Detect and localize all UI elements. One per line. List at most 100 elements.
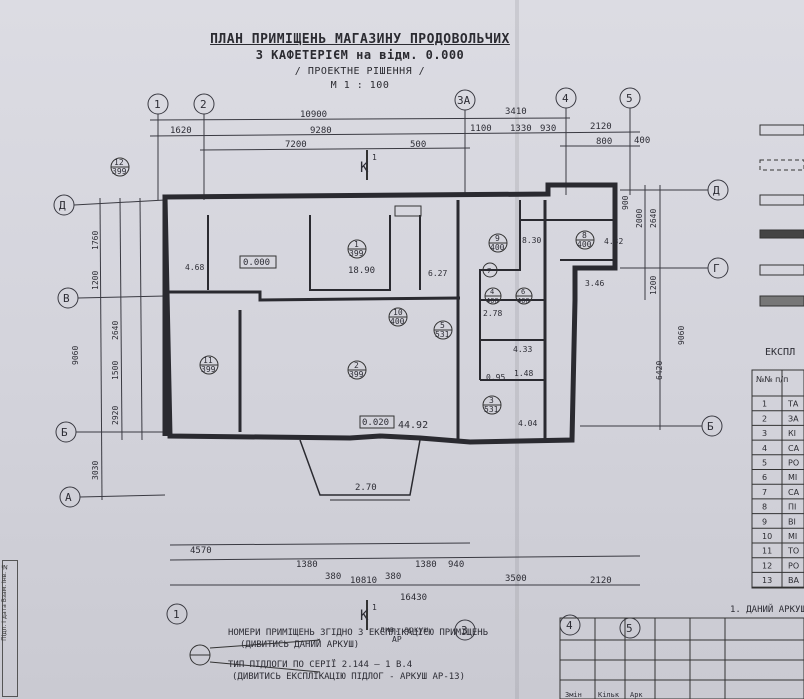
building-walls: [162, 182, 618, 501]
dim-left-1200: 1200: [91, 271, 100, 290]
axis-label-b-left: Б: [61, 426, 68, 439]
axis-label-bottom-1: 1: [173, 608, 180, 621]
side-stamp: [2, 560, 18, 697]
dim-1380-a: 1380: [296, 560, 318, 570]
dim-2120-top: 2120: [590, 122, 612, 132]
explication-row-number: 10: [762, 532, 772, 541]
legend-note-1: НОМЕРИ ПРИМІЩЕНЬ ЗГІДНО З ЕКСПЛІКАЦІЄЮ П…: [228, 628, 489, 638]
axis-label-1: 1: [154, 98, 161, 111]
room-area-10: 6.27: [428, 269, 447, 278]
dim-right-2000: 2000: [635, 209, 644, 228]
svg-text:399: 399: [349, 370, 364, 379]
dim-right-1200: 1200: [649, 276, 658, 295]
legend-note-2b: (ДИВИТИСЬ ЕКСПЛІКАЦІЮ ПІДЛОГ - АРКУШ АР-…: [232, 672, 465, 682]
dim-400: 400: [634, 136, 650, 146]
axis-bubbles-right: [580, 179, 729, 437]
dim-940: 940: [448, 560, 464, 570]
dim-1330: 1330: [510, 124, 532, 134]
explication-row-number: 12: [762, 561, 772, 570]
svg-text:7: 7: [487, 267, 491, 275]
svg-text:531: 531: [435, 330, 450, 339]
explication-row-title: СА: [788, 488, 800, 497]
room-area-3: 4.04: [518, 419, 537, 428]
room-area-8: 4.32: [604, 237, 623, 246]
svg-text:5: 5: [440, 321, 445, 330]
dim-380-b: 380: [385, 572, 401, 582]
axis-label-b-right: Б: [707, 420, 714, 433]
explication-row-title: ЗА: [788, 414, 799, 423]
room-tag-7: 7 0.95: [482, 262, 505, 382]
explication-row-number: 13: [762, 576, 772, 585]
explication-row-number: 1: [762, 400, 767, 409]
dim-2120-bottom: 2120: [590, 576, 612, 586]
axis-bubbles-top: [147, 87, 641, 200]
dim-right-9060: 9060: [677, 326, 686, 345]
wall-type-legend: [759, 124, 804, 307]
svg-text:11: 11: [203, 356, 213, 365]
svg-text:399: 399: [112, 167, 127, 176]
legend-note-1b: (ДИВИТИСЬ ДАНИЙ АРКУШ): [240, 640, 360, 650]
dim-right-6420: 6420: [655, 361, 664, 380]
room-tag-10: 10 400 6.27: [388, 269, 447, 327]
room-tag-2: 2 399 44.92: [347, 360, 428, 431]
svg-text:1: 1: [372, 603, 377, 612]
room-tag-11: 11 399 3.46: [199, 279, 604, 375]
axis-bubbles-bottom: [166, 542, 641, 641]
axis-label-4: 4: [562, 92, 569, 105]
dim-380-a: 380: [325, 572, 341, 582]
room-tag-3: 3 531 4.04: [482, 395, 537, 428]
dim-1380-b: 1380: [415, 560, 437, 570]
room-tag-5: 5 531 4.33: [433, 320, 532, 354]
axis-label-3a: 3А: [457, 94, 471, 107]
dim-left-1760: 1760: [91, 231, 100, 250]
title-block-col-1: Змін: [565, 691, 582, 699]
axis-bubbles-left: [53, 194, 166, 508]
room-tag-1: 1 399 18.90: [347, 239, 375, 276]
elevation-mark-2: 0.020: [362, 418, 389, 428]
dim-500: 500: [410, 140, 426, 150]
explication-row-title: РО: [788, 561, 799, 570]
svg-text:3: 3: [489, 396, 494, 405]
dim-left-3030: 3030: [91, 461, 100, 480]
svg-text:4: 4: [490, 288, 494, 296]
explication-row-title: КІ: [788, 429, 796, 438]
dim-left-9060: 9060: [71, 346, 80, 365]
svg-text:9: 9: [495, 234, 500, 243]
title-block-col-3: Арк: [630, 691, 643, 699]
room-area-7: 0.95: [486, 373, 505, 382]
svg-text:400: 400: [517, 297, 530, 305]
svg-text:К: К: [360, 608, 369, 624]
explication-row-title: ТО: [787, 547, 799, 556]
dim-4570: 4570: [190, 546, 212, 556]
paper-fold: [515, 0, 519, 699]
dim-3500: 3500: [505, 574, 527, 584]
room-tag-12: 12 399 4.68: [110, 157, 204, 272]
dim-10810: 10810: [350, 576, 377, 586]
explication-row-number: 7: [762, 488, 767, 497]
explication-row-title: МІ: [788, 532, 797, 541]
room-area-12: 4.68: [185, 263, 204, 272]
plan-subtitle: З КАФЕТЕРІЄМ на відм. 0.000: [255, 48, 465, 62]
room-area-2: 44.92: [398, 420, 428, 431]
dim-7200: 7200: [285, 140, 307, 150]
axis-label-v-left: В: [63, 292, 70, 305]
svg-text:АР: АР: [392, 635, 402, 644]
dim-10900: 10900: [300, 110, 327, 120]
explication-row-title: ПІ: [788, 503, 796, 512]
axis-label-5: 5: [626, 92, 633, 105]
room-tag-4: 4 400 2.78: [483, 287, 502, 318]
dim-right-900: 900: [621, 195, 630, 210]
dim-1100: 1100: [470, 124, 492, 134]
room-area-1: 18.90: [348, 266, 375, 276]
room-area-5: 4.33: [513, 345, 532, 354]
svg-text:531: 531: [484, 405, 499, 414]
axis-label-d-right: Д: [713, 184, 720, 197]
room-area-4: 2.78: [483, 309, 502, 318]
svg-text:1: 1: [372, 153, 377, 162]
axis-label-g-right: Г: [713, 262, 720, 275]
dim-800: 800: [596, 137, 612, 147]
svg-text:399: 399: [349, 249, 364, 258]
svg-text:К: К: [360, 160, 369, 176]
explication-col-no: №№ п/п: [756, 375, 788, 384]
